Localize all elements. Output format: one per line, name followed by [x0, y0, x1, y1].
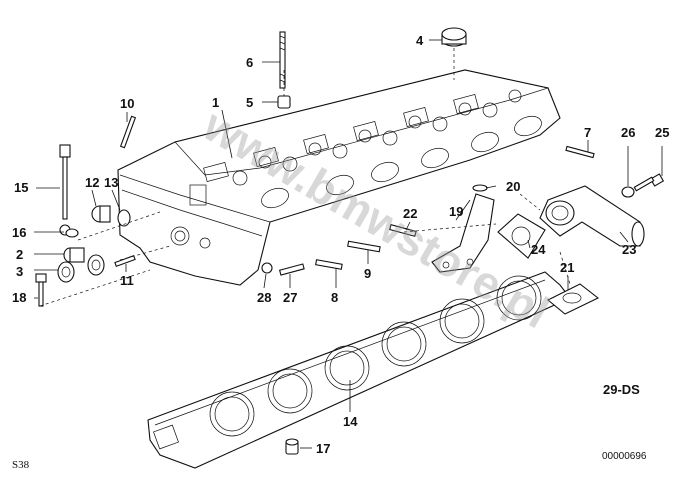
bolt-15: [59, 144, 71, 236]
callout-18: 18: [12, 290, 26, 305]
callout-12: 12: [85, 175, 99, 190]
callout-1: 1: [212, 95, 219, 110]
stud-8: [315, 259, 343, 270]
callout-4: 4: [416, 33, 424, 48]
stud-6: [279, 31, 286, 89]
callout-labels: 1 2 3 4 5 6 7 8 9 10 11 12 13 14 15 16 1…: [12, 33, 669, 456]
callout-10: 10: [120, 96, 134, 111]
stud-11: [114, 254, 136, 268]
washer-16: [65, 228, 79, 238]
seal-4: [441, 27, 467, 47]
sheet-label: S38: [12, 459, 30, 471]
callout-19: 19: [449, 204, 463, 219]
callout-3: 3: [16, 264, 23, 279]
ring-28: [261, 262, 273, 274]
callout-26: 26: [621, 125, 635, 140]
callout-9: 9: [364, 266, 371, 281]
stud-10: [119, 115, 137, 149]
image-code: 00000696: [602, 451, 647, 462]
bolt-18: [35, 273, 47, 307]
sleeve-17: [285, 438, 299, 455]
sleeve-5: [277, 95, 291, 109]
callout-17: 17: [316, 441, 330, 456]
callout-23: 23: [622, 242, 636, 257]
callout-13: 13: [104, 175, 118, 190]
washer-26: [621, 186, 635, 198]
callout-28: 28: [257, 290, 271, 305]
callout-21: 21: [560, 260, 574, 275]
plug-2: [63, 247, 85, 263]
callout-15: 15: [14, 180, 28, 195]
bolt-25: [633, 173, 665, 192]
water-connection-23: [539, 185, 645, 247]
callout-5: 5: [246, 95, 253, 110]
callout-24: 24: [531, 242, 546, 257]
callout-20: 20: [506, 179, 520, 194]
callout-27: 27: [283, 290, 297, 305]
cylinder-head-gasket: [147, 271, 571, 469]
callout-11: 11: [120, 273, 134, 288]
diagram-reference: 29-DS: [603, 382, 640, 397]
ring-20: [472, 184, 488, 192]
gasket-24: [497, 213, 546, 259]
callout-8: 8: [331, 290, 338, 305]
gasket-21: [546, 283, 600, 315]
callout-22: 22: [403, 206, 417, 221]
callout-14: 14: [343, 414, 358, 429]
reference-lines: [39, 48, 571, 307]
callout-2: 2: [16, 247, 23, 262]
plugs-3: [57, 254, 105, 283]
ring-13: [117, 209, 131, 227]
leader-lines: [34, 39, 663, 449]
callout-16: 16: [12, 225, 26, 240]
bracket-19: [431, 193, 495, 273]
callout-6: 6: [246, 55, 253, 70]
stud-27: [278, 263, 305, 276]
stud-7: [565, 145, 595, 159]
cylinder-head: [117, 69, 561, 286]
stud-9: [347, 240, 381, 253]
callout-25: 25: [655, 125, 669, 140]
plug-12: [91, 205, 111, 223]
bolt-22: [388, 224, 417, 237]
callout-7: 7: [584, 125, 591, 140]
